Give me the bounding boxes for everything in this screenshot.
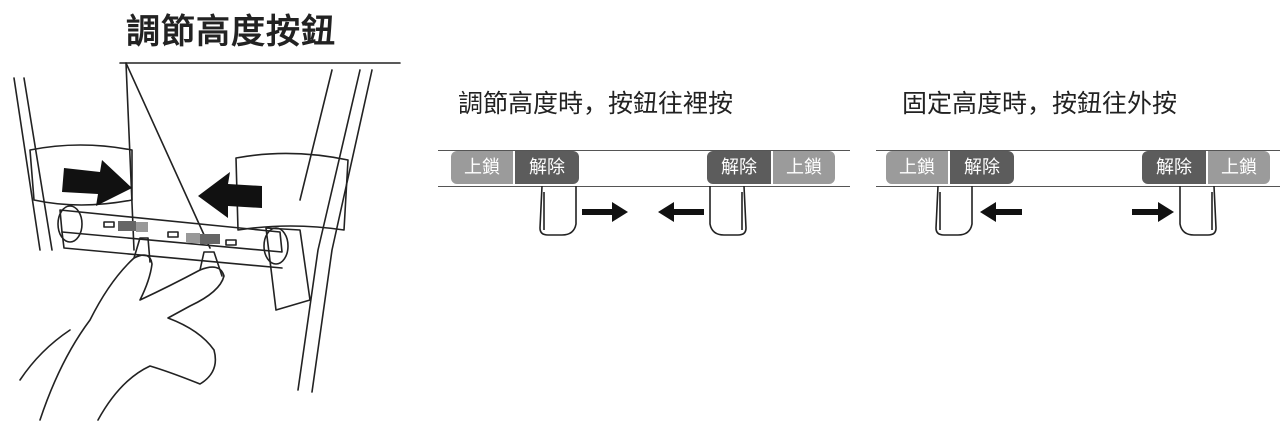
- slider-button-right: [1179, 185, 1217, 236]
- lock-tag-right: 上鎖: [773, 151, 835, 184]
- rail-bottom-line: [876, 186, 1280, 187]
- panel-title: 調節高度時，按鈕往裡按: [458, 89, 734, 118]
- arrow-left-icon: [980, 202, 1022, 222]
- button-diagram: [539, 185, 747, 236]
- panel-title: 固定高度時，按鈕往外按: [902, 89, 1178, 118]
- hand-pressing-buttons-illustration: [13, 62, 401, 421]
- page-title: 調節高度按鈕: [126, 12, 336, 52]
- release-tag-left: 解除: [515, 151, 579, 184]
- rail-top-line: [438, 150, 850, 151]
- release-tag-right: 解除: [707, 151, 771, 184]
- arrow-right-icon: [582, 202, 628, 222]
- rail-bottom-line: [438, 186, 850, 187]
- release-tag-right: 解除: [1142, 151, 1206, 184]
- lock-tag-right: 上鎖: [1208, 151, 1270, 184]
- lock-tag-left: 上鎖: [886, 151, 948, 184]
- slider-button-left: [935, 185, 973, 236]
- arrow-left-icon: [658, 202, 704, 222]
- lock-tag-left: 上鎖: [451, 151, 513, 184]
- button-diagram: [935, 185, 1217, 236]
- rail-top-line: [876, 150, 1280, 151]
- slider-button-left: [539, 185, 577, 236]
- arrow-right-icon: [1132, 202, 1174, 222]
- slider-button-right: [709, 185, 747, 236]
- release-tag-left: 解除: [950, 151, 1014, 184]
